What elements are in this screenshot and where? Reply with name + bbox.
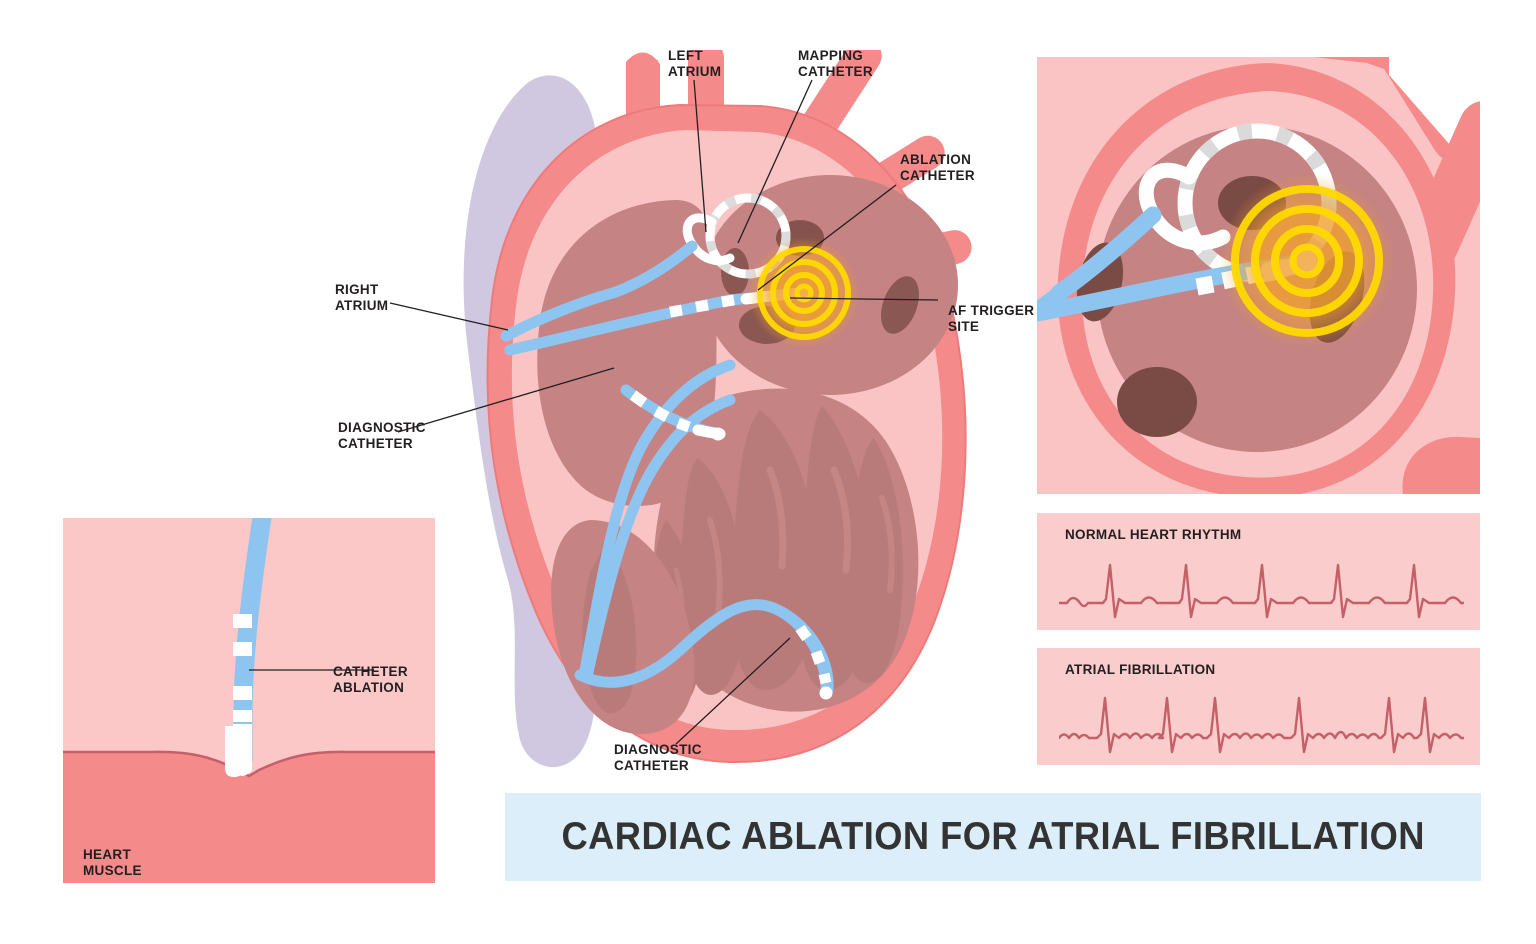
label-diagnostic-catheter-upper: DIAGNOSTIC CATHETER bbox=[338, 420, 426, 451]
title-banner: CARDIAC ABLATION FOR ATRIAL FIBRILLATION bbox=[505, 793, 1481, 881]
atrial-fibrillation-panel: ATRIAL FIBRILLATION bbox=[1037, 648, 1480, 765]
label-af-trigger-site: AF TRIGGER SITE bbox=[948, 303, 1035, 334]
af-trigger-energy-rings bbox=[748, 237, 860, 349]
label-diagnostic-catheter-lower: DIAGNOSTIC CATHETER bbox=[614, 742, 702, 773]
label-mapping-catheter: MAPPING CATHETER bbox=[798, 48, 873, 79]
banner-title: CARDIAC ABLATION FOR ATRIAL FIBRILLATION bbox=[561, 815, 1425, 858]
atrial-fibrillation-trace bbox=[1059, 696, 1464, 754]
diagnostic-catheter-upper bbox=[579, 359, 736, 678]
label-left-atrium: LEFT ATRIUM bbox=[668, 48, 722, 79]
label-right-atrium: RIGHT ATRIUM bbox=[335, 282, 389, 313]
label-catheter-ablation: CATHETER ABLATION bbox=[333, 664, 408, 695]
catheter-shaft bbox=[225, 518, 272, 777]
left-atrium-zoom-inset bbox=[1037, 57, 1480, 494]
label-ablation-catheter: ABLATION CATHETER bbox=[900, 152, 975, 183]
normal-rhythm-trace bbox=[1059, 563, 1464, 619]
atrial-fibrillation-title: ATRIAL FIBRILLATION bbox=[1065, 662, 1216, 677]
normal-rhythm-title: NORMAL HEART RHYTHM bbox=[1065, 527, 1242, 542]
diagnostic-catheter-lower bbox=[574, 599, 834, 700]
normal-rhythm-panel: NORMAL HEART RHYTHM bbox=[1037, 513, 1480, 630]
heart-muscle-panel bbox=[63, 518, 435, 883]
label-heart-muscle: HEART MUSCLE bbox=[83, 847, 142, 878]
